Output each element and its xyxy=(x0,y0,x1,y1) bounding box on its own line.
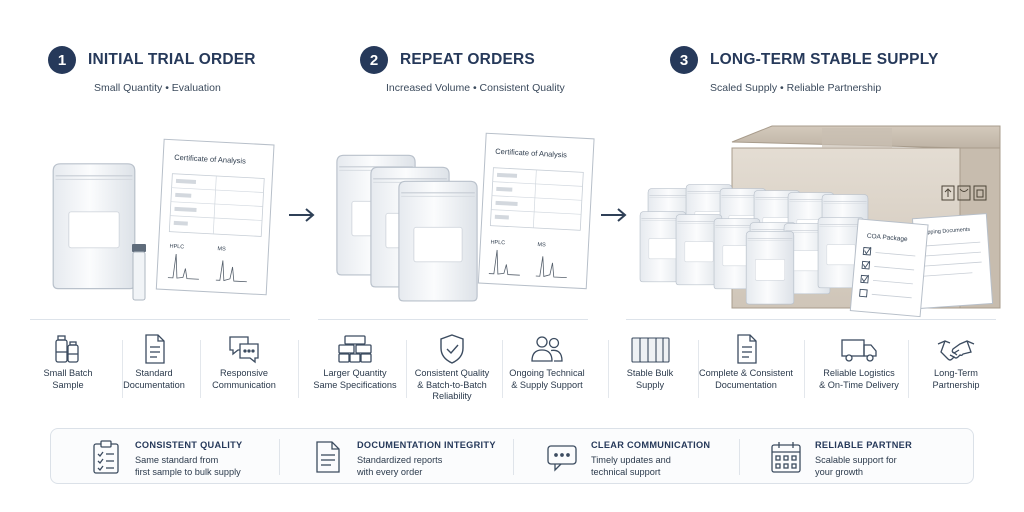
coa-package: COA Package xyxy=(849,218,929,318)
feature-label: Reliable Logistics & On-Time Delivery xyxy=(819,368,899,390)
section-divider xyxy=(626,319,996,320)
sample-pouch-icon xyxy=(52,163,136,290)
report-icon xyxy=(316,441,340,473)
feature-responsive-communication: Responsive Communication xyxy=(194,326,294,391)
feature-separator xyxy=(698,340,699,398)
stage-subtitle: Small Quantity • Evaluation xyxy=(94,82,221,94)
stage-heading: 3 LONG-TERM STABLE SUPPLY xyxy=(670,46,939,74)
benefit-title: CLEAR COMMUNICATION xyxy=(591,440,711,450)
feature-label: Complete & Consistent Documentation xyxy=(699,368,793,390)
benefit-description: Standardized reports with every order xyxy=(357,455,443,477)
coa-title: Certificate of Analysis xyxy=(174,153,246,166)
feature-separator xyxy=(200,340,201,398)
stage-heading: 1 INITIAL TRIAL ORDER xyxy=(48,46,256,74)
feature-separator xyxy=(502,340,503,398)
feature-complete-documentation: Complete & Consistent Documentation xyxy=(696,326,796,391)
benefit-documentation-integrity: DOCUMENTATION INTEGRITY Standardized rep… xyxy=(311,429,521,485)
stage-subtitle: Increased Volume • Consistent Quality xyxy=(386,82,565,94)
benefit-title: RELIABLE PARTNER xyxy=(815,440,913,450)
feature-separator xyxy=(122,340,123,398)
vial-icon xyxy=(132,244,146,301)
panel-separator xyxy=(279,439,280,475)
chat-icon xyxy=(229,336,259,364)
truck-icon xyxy=(841,339,877,362)
feature-small-batch-sample: Small Batch Sample xyxy=(18,326,118,391)
coa-title: Certificate of Analysis xyxy=(495,147,567,160)
feature-stable-bulk-supply: Stable Bulk Supply xyxy=(600,326,700,391)
benefits-panel: CONSISTENT QUALITY Same standard from fi… xyxy=(50,428,974,484)
step-number-badge: 1 xyxy=(48,46,76,74)
coa-package-title: COA Package xyxy=(867,233,909,244)
feature-label: Ongoing Technical & Supply Support xyxy=(509,368,585,390)
chat-icon xyxy=(547,445,577,472)
step-number-badge: 3 xyxy=(670,46,698,74)
panel-separator xyxy=(739,439,740,475)
feature-larger-quantity: Larger Quantity Same Specifications xyxy=(305,326,405,391)
bulk-bags-icon xyxy=(631,337,670,363)
stage-title: REPEAT ORDERS xyxy=(400,51,535,68)
benefit-reliable-partner: RELIABLE PARTNER Scalable support for yo… xyxy=(769,429,959,485)
stage-initial-trial-order: 1 INITIAL TRIAL ORDER Small Quantity • E… xyxy=(0,0,296,320)
feature-standard-documentation: Standard Documentation xyxy=(104,326,204,391)
feature-separator xyxy=(908,340,909,398)
feature-label: Larger Quantity Same Specifications xyxy=(313,368,397,390)
feature-separator xyxy=(406,340,407,398)
section-divider xyxy=(318,319,588,320)
section-divider xyxy=(30,319,290,320)
vials-icon xyxy=(55,335,79,363)
shield-check-icon xyxy=(440,334,464,364)
pouch-icon xyxy=(398,180,478,302)
benefit-clear-communication: CLEAR COMMUNICATION Timely updates and t… xyxy=(545,429,745,485)
feature-label: Consistent Quality & Batch-to-Batch Reli… xyxy=(414,368,490,401)
stage-3-illustration: Shipping Documents COA Package xyxy=(639,125,1001,318)
benefit-description: Same standard from first sample to bulk … xyxy=(135,455,241,477)
feature-reliable-logistics: Reliable Logistics & On-Time Delivery xyxy=(809,326,909,391)
handshake-icon xyxy=(937,340,975,361)
calendar-icon xyxy=(771,442,801,473)
feature-label: Long-Term Partnership xyxy=(932,368,980,390)
benefit-title: DOCUMENTATION INTEGRITY xyxy=(357,440,496,450)
benefit-description: Timely updates and technical support xyxy=(591,455,671,477)
stage-subtitle: Scaled Supply • Reliable Partnership xyxy=(710,82,882,94)
document-icon xyxy=(737,334,757,364)
arrow-right-icon xyxy=(601,208,627,222)
ms-label: MS xyxy=(537,242,546,248)
stacked-packs-icon xyxy=(338,335,372,363)
stage-heading: 2 REPEAT ORDERS xyxy=(360,46,535,74)
stage-title: LONG-TERM STABLE SUPPLY xyxy=(710,51,939,68)
hplc-label: HPLC xyxy=(490,240,505,247)
feature-label: Stable Bulk Supply xyxy=(626,368,674,390)
stage-repeat-orders: 2 REPEAT ORDERS Increased Volume • Consi… xyxy=(312,0,608,320)
stage-1-illustration: Certificate of Analysis HPLC MS xyxy=(52,138,275,301)
coa-document: Certificate of Analysis HPLC MS xyxy=(477,132,595,290)
feature-label: Small Batch Sample xyxy=(43,368,93,390)
arrow-right-icon xyxy=(289,208,315,222)
benefit-consistent-quality: CONSISTENT QUALITY Same standard from fi… xyxy=(89,429,289,485)
feature-label: Responsive Communication xyxy=(212,368,276,390)
people-icon xyxy=(531,336,563,362)
ms-label: MS xyxy=(217,246,226,252)
stage-2-illustration: Certificate of Analysis HPLC MS xyxy=(336,132,595,302)
feature-row: Small Batch Sample Standard Documentatio… xyxy=(30,326,994,416)
benefit-description: Scalable support for your growth xyxy=(815,455,897,477)
feature-separator xyxy=(804,340,805,398)
stage-title: INITIAL TRIAL ORDER xyxy=(88,51,256,68)
benefit-title: CONSISTENT QUALITY xyxy=(135,440,243,450)
bulk-pouches xyxy=(639,184,869,305)
feature-ongoing-support: Ongoing Technical & Supply Support xyxy=(497,326,597,391)
document-icon xyxy=(145,334,165,364)
feature-long-term-partnership: Long-Term Partnership xyxy=(906,326,1006,391)
feature-consistent-quality: Consistent Quality & Batch-to-Batch Reli… xyxy=(402,326,502,403)
step-number-badge: 2 xyxy=(360,46,388,74)
stage-long-term-supply: 3 LONG-TERM STABLE SUPPLY Scaled Supply … xyxy=(622,0,1024,320)
feature-label: Standard Documentation xyxy=(123,368,185,390)
coa-document: Certificate of Analysis HPLC MS xyxy=(155,138,275,296)
panel-separator xyxy=(513,439,514,475)
hplc-label: HPLC xyxy=(169,244,184,251)
shipping-documents-title: Shipping Documents xyxy=(919,227,970,237)
clipboard-check-icon xyxy=(93,440,119,474)
feature-separator xyxy=(608,340,609,398)
feature-separator xyxy=(298,340,299,398)
